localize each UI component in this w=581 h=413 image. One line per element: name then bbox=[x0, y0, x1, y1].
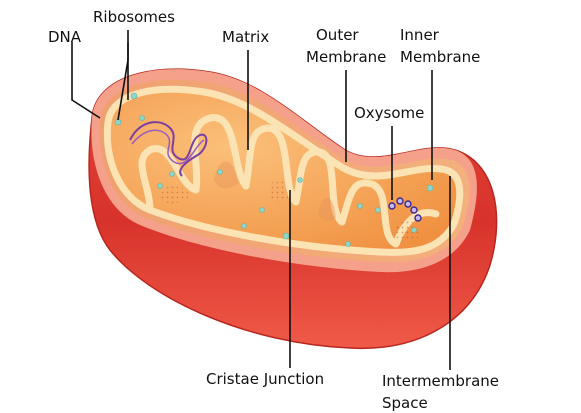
ribosomes bbox=[114, 92, 434, 247]
dna-strand bbox=[129, 121, 208, 177]
cristae-shading bbox=[160, 161, 420, 242]
dna-strand-2 bbox=[131, 129, 205, 165]
label-outer-membrane-2: Membrane bbox=[306, 48, 386, 66]
label-intermembrane-space-2: Space bbox=[382, 394, 428, 412]
oxysome-particles bbox=[388, 197, 422, 222]
label-inner-membrane-1: Inner bbox=[400, 26, 440, 44]
label-inner-membrane-2: Membrane bbox=[400, 48, 480, 66]
label-dna: DNA bbox=[48, 28, 82, 46]
label-cristae-junction: Cristae Junction bbox=[206, 370, 324, 388]
leader-lines bbox=[71, 30, 451, 370]
label-ribosomes: Ribosomes bbox=[93, 8, 175, 26]
label-oxysome: Oxysome bbox=[354, 104, 424, 122]
label-intermembrane-space-1: Intermembrane bbox=[382, 372, 499, 390]
label-matrix: Matrix bbox=[222, 28, 269, 46]
label-outer-membrane-1: Outer bbox=[316, 26, 359, 44]
